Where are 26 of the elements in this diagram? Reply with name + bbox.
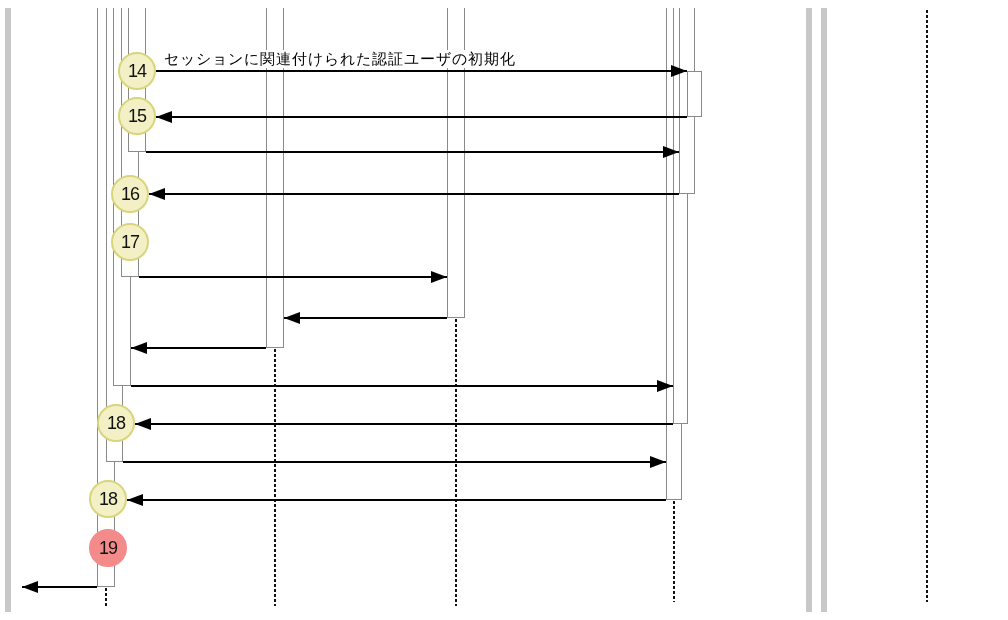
- activation-bar: [673, 240, 688, 424]
- message-arrow: [130, 380, 674, 392]
- message-arrow: [155, 65, 688, 77]
- message-arrow: [138, 271, 448, 283]
- message-arrow: [154, 111, 688, 123]
- step-number: 19: [89, 529, 127, 567]
- message-arrow: [133, 418, 674, 430]
- message-arrow: [148, 188, 680, 200]
- step-number: 18: [97, 404, 135, 442]
- message-arrow: [145, 146, 680, 158]
- step-number: 15: [118, 97, 156, 135]
- step-number: 18: [89, 480, 127, 518]
- step-number: 16: [111, 175, 149, 213]
- message-arrow: [21, 581, 98, 593]
- activation-bar: [687, 71, 702, 117]
- activation-bar: [266, 284, 284, 348]
- activation-bar: [679, 130, 695, 194]
- activation-bar: [666, 440, 682, 500]
- message-arrow: [283, 312, 448, 324]
- activation-bar: [447, 240, 465, 318]
- message-arrow: [122, 456, 667, 468]
- step-number: 17: [111, 223, 149, 261]
- message-arrow: [130, 342, 267, 354]
- edge-label: セッションに関連付けられた認証ユーザの初期化: [162, 50, 518, 68]
- step-number: 14: [118, 52, 156, 90]
- message-arrow: [125, 494, 667, 506]
